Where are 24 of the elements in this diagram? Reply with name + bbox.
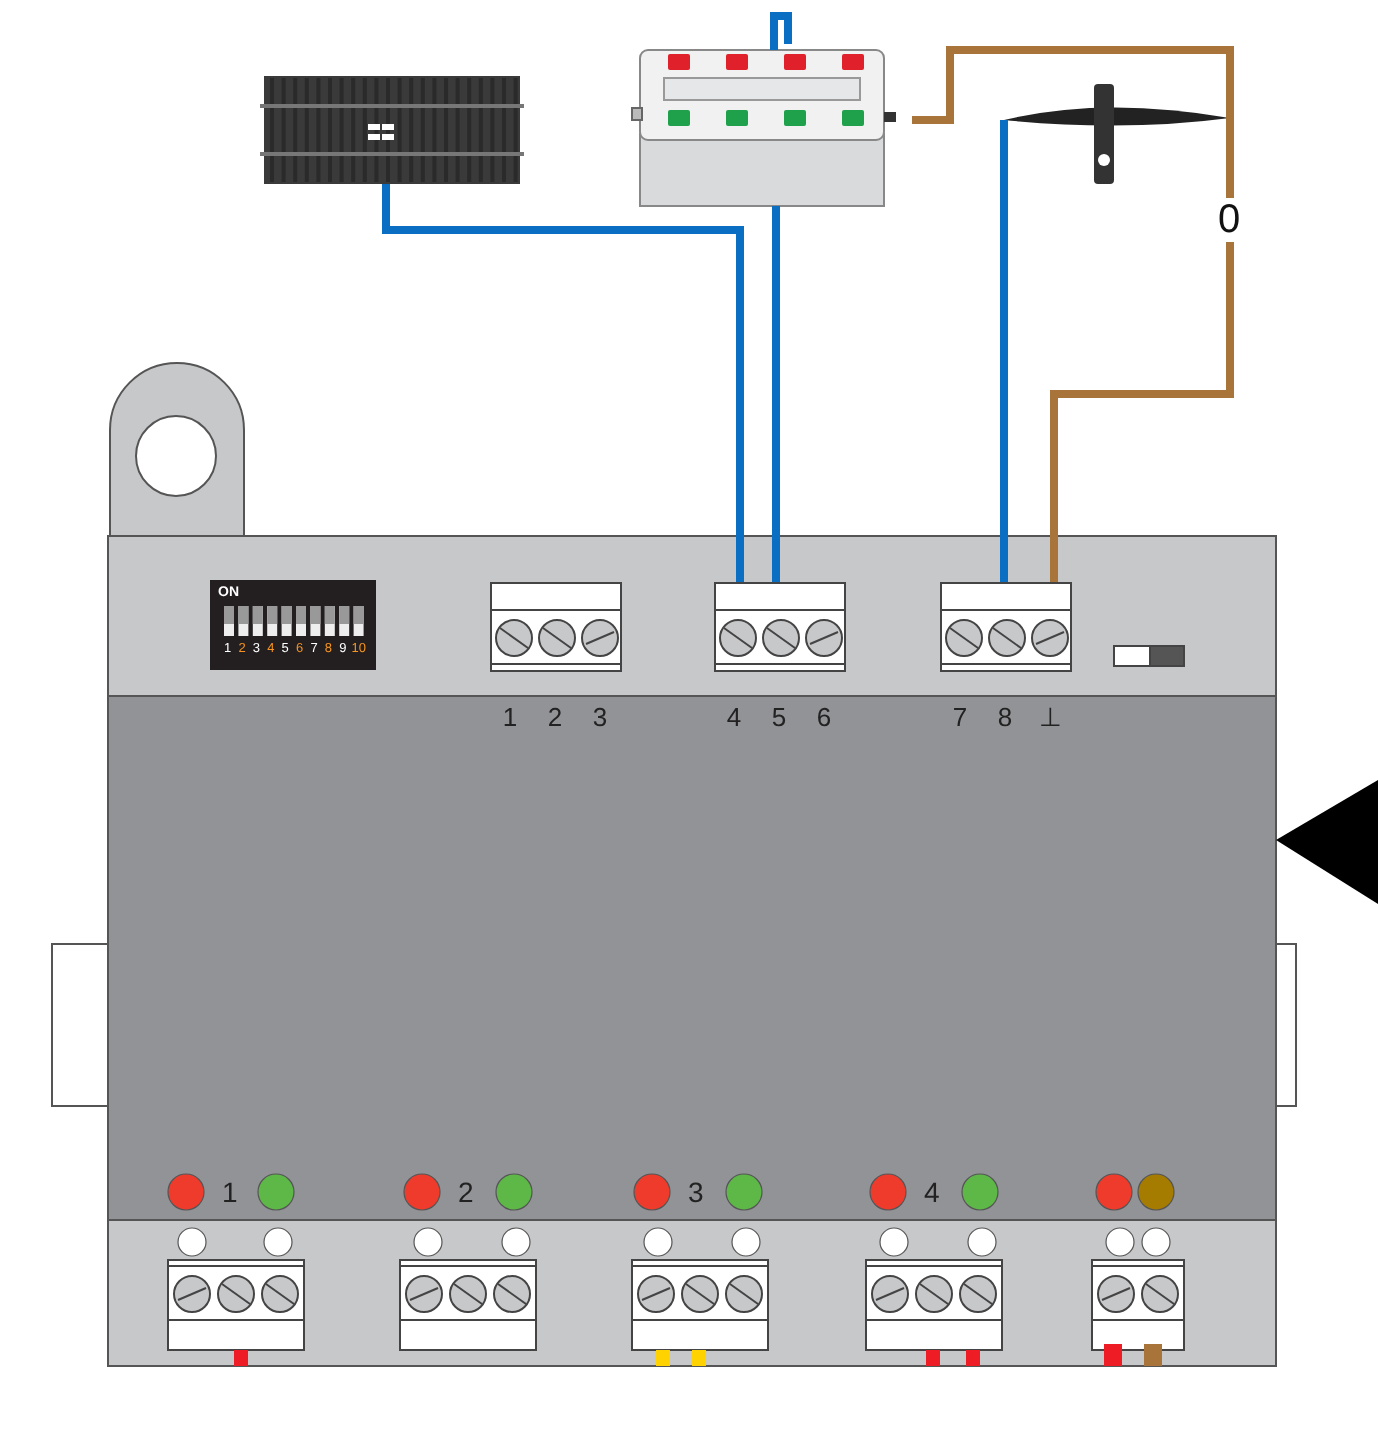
terminal-number: 5 <box>769 704 789 732</box>
wire <box>772 206 780 582</box>
terminal-number: 6 <box>814 704 834 732</box>
track-section-drawing <box>260 76 524 184</box>
terminal-block <box>940 582 1072 672</box>
terminal-number: 4 <box>724 704 744 732</box>
edge-label: 0 <box>1214 198 1245 242</box>
terminal-number: ⊥ <box>1037 704 1063 732</box>
channel-number: 1 <box>222 1178 238 1206</box>
terminal-number: 7 <box>950 704 970 732</box>
channel-number: 4 <box>924 1178 940 1206</box>
wire <box>912 46 1234 582</box>
terminal-number: 2 <box>545 704 565 732</box>
contact-shoe-drawing <box>1004 80 1230 184</box>
terminal-block <box>490 582 622 672</box>
wire <box>1000 116 1008 582</box>
terminal-number: 8 <box>995 704 1015 732</box>
channel-number: 3 <box>688 1178 704 1206</box>
wire <box>382 184 744 582</box>
terminal-number: 1 <box>500 704 520 732</box>
wire <box>770 12 792 50</box>
channel-number: 2 <box>458 1178 474 1206</box>
terminal-number: 3 <box>590 704 610 732</box>
terminal-block <box>714 582 846 672</box>
